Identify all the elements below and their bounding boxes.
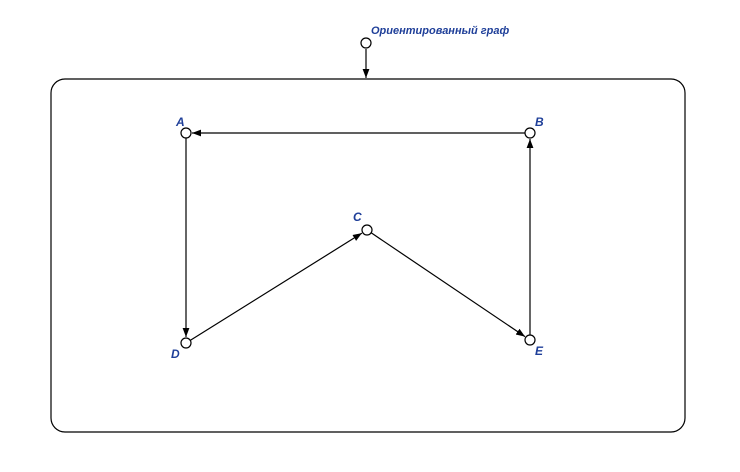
node-label-c: C: [353, 210, 362, 224]
nodes-layer: A B C D E: [171, 115, 544, 361]
node-a[interactable]: [180, 127, 192, 139]
node-label-b: B: [535, 115, 544, 129]
graph-title: Ориентированный граф: [371, 25, 509, 37]
edge-c-e[interactable]: [370, 232, 526, 338]
node-e[interactable]: [524, 334, 536, 346]
node-d[interactable]: [180, 337, 192, 349]
node-label-e: E: [535, 344, 544, 358]
title-node[interactable]: [360, 37, 372, 49]
node-label-d: D: [171, 347, 180, 361]
node-label-a: A: [175, 115, 185, 129]
node-b[interactable]: [524, 127, 536, 139]
node-c[interactable]: [361, 224, 373, 236]
graph-container: [50, 78, 686, 433]
edges-layer: [182, 129, 534, 341]
edge-d-c[interactable]: [189, 232, 363, 341]
